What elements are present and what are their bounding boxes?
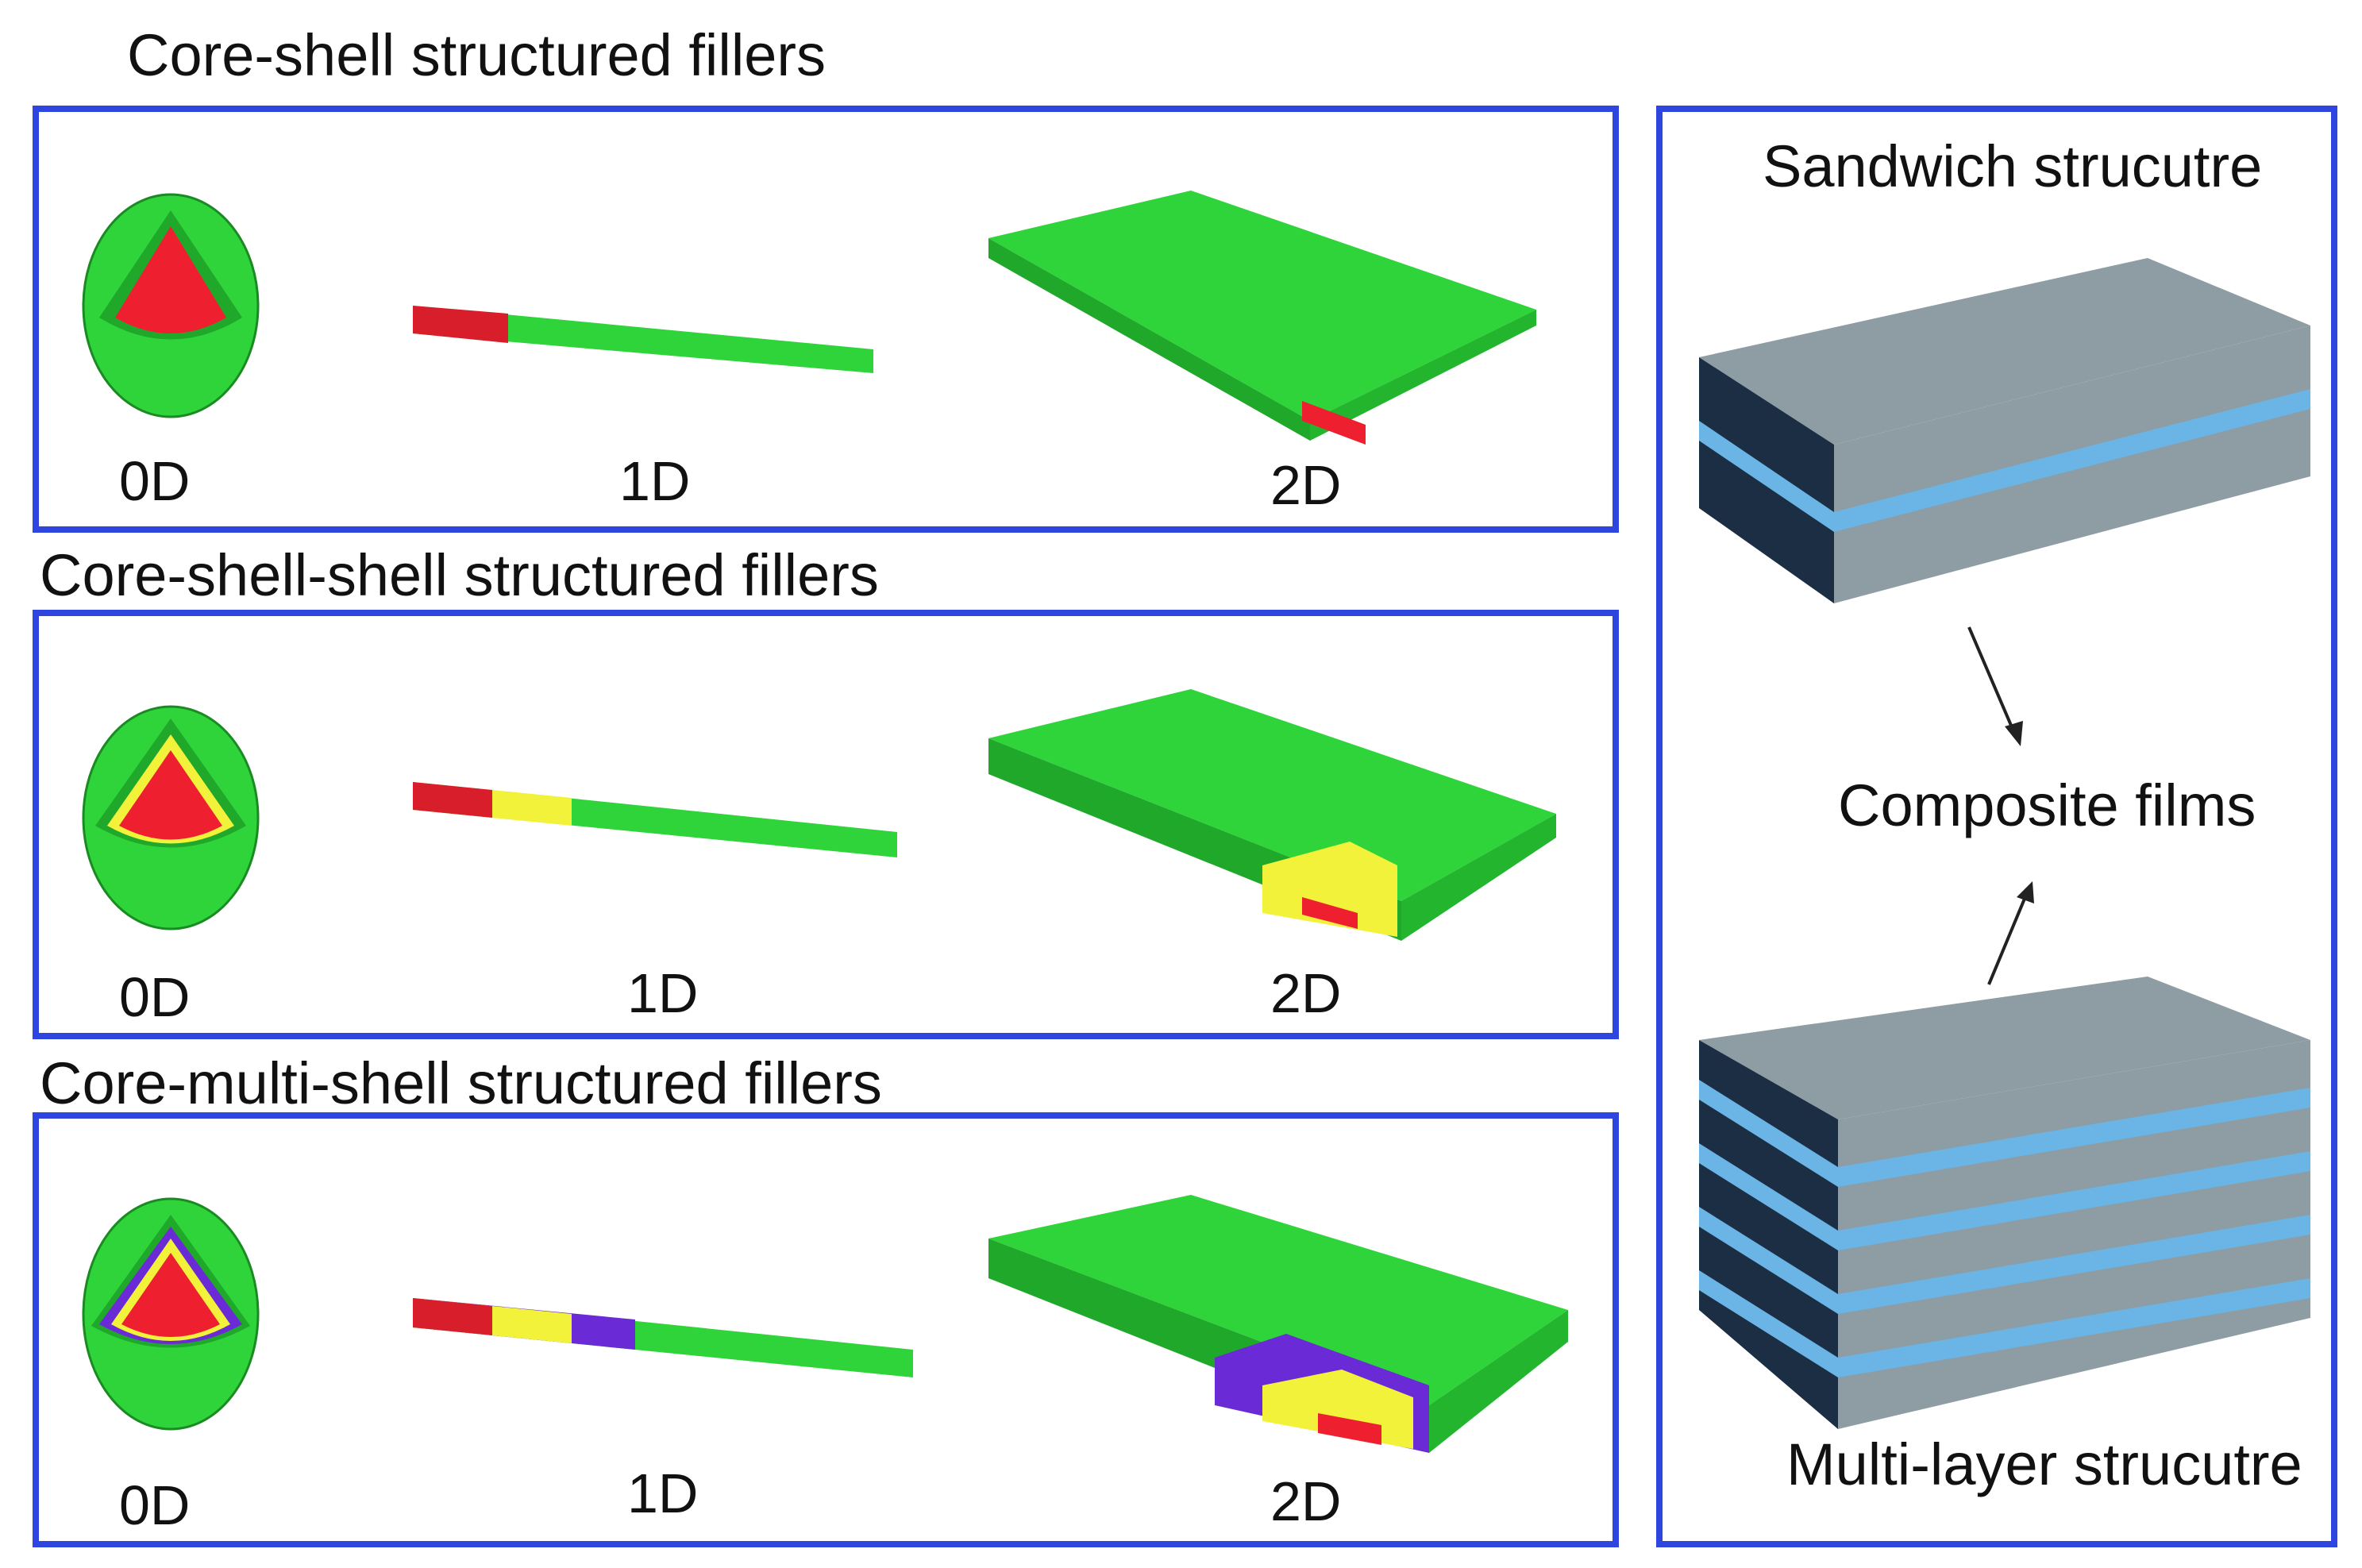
row2-1d-rod [413, 782, 897, 857]
row1-title: Core-shell structured fillers [127, 22, 826, 88]
row2-title: Core-shell-shell structured fillers [40, 542, 879, 608]
sandwich-block [1699, 258, 2310, 603]
row1-label-2d: 2D [1270, 454, 1341, 516]
row1-panel [33, 106, 1619, 533]
row1-2d-sheet [988, 191, 1536, 445]
arrow-up [1987, 881, 2034, 985]
row3-label-2d: 2D [1270, 1470, 1341, 1532]
row3-label-1d: 1D [627, 1462, 698, 1524]
row3-title: Core-multi-shell structured fillers [40, 1050, 882, 1116]
multilayer-block [1699, 977, 2310, 1429]
row2-label-2d: 2D [1270, 962, 1341, 1024]
row3-2d-sheet [988, 1195, 1568, 1453]
right-panel [1656, 106, 2337, 1547]
row1-label-0d: 0D [119, 450, 190, 512]
row3-1d-rod [413, 1298, 913, 1377]
multilayer-label: Multi-layer strucutre [1786, 1431, 2302, 1497]
row2-label-1d: 1D [627, 962, 698, 1024]
sandwich-label: Sandwich strucutre [1763, 133, 2262, 199]
composite-films-label: Composite films [1838, 772, 2256, 838]
row2-2d-sheet [988, 689, 1556, 941]
row1-1d-rod [413, 306, 873, 373]
arrow-down [1967, 626, 2023, 746]
row1-label-1d: 1D [619, 450, 690, 512]
row2-0d-sphere [82, 705, 260, 930]
row3-panel [33, 1112, 1619, 1547]
row3-0d-sphere [82, 1197, 260, 1431]
row1-0d-sphere [82, 193, 260, 418]
row3-label-0d: 0D [119, 1474, 190, 1536]
row2-label-0d: 0D [119, 966, 190, 1028]
row2-panel [33, 610, 1619, 1039]
